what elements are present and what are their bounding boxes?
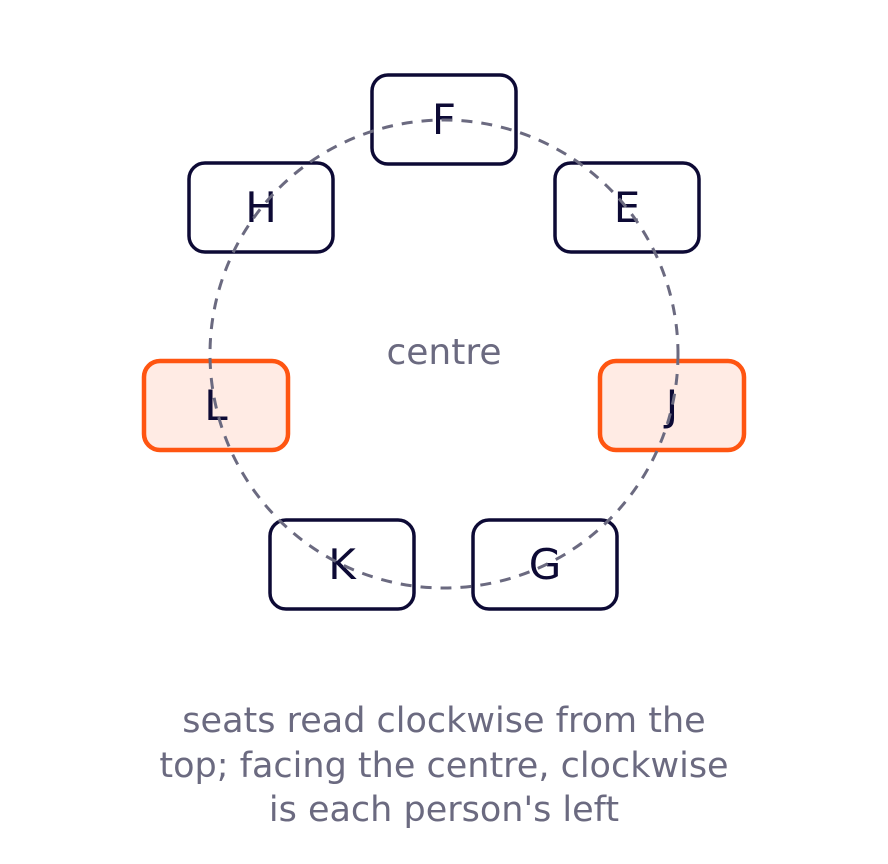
caption-line-2: top; facing the centre, clockwise bbox=[159, 746, 728, 786]
seat-E: E bbox=[553, 161, 701, 254]
centre-label: centre bbox=[386, 332, 501, 373]
seat-H-label: H bbox=[245, 183, 277, 232]
seat-J-label: J bbox=[663, 381, 678, 430]
seat-J: J bbox=[597, 358, 747, 453]
caption-line-1: seats read clockwise from the bbox=[182, 701, 705, 741]
seat-K-label: K bbox=[328, 540, 357, 589]
seat-H: H bbox=[187, 161, 335, 254]
seating-ring bbox=[208, 118, 680, 590]
caption: seats read clockwise from the top; facin… bbox=[159, 701, 728, 830]
caption-line-3: is each person's left bbox=[269, 790, 619, 830]
seat-K: K bbox=[268, 518, 416, 611]
seat-E-label: E bbox=[614, 183, 641, 232]
